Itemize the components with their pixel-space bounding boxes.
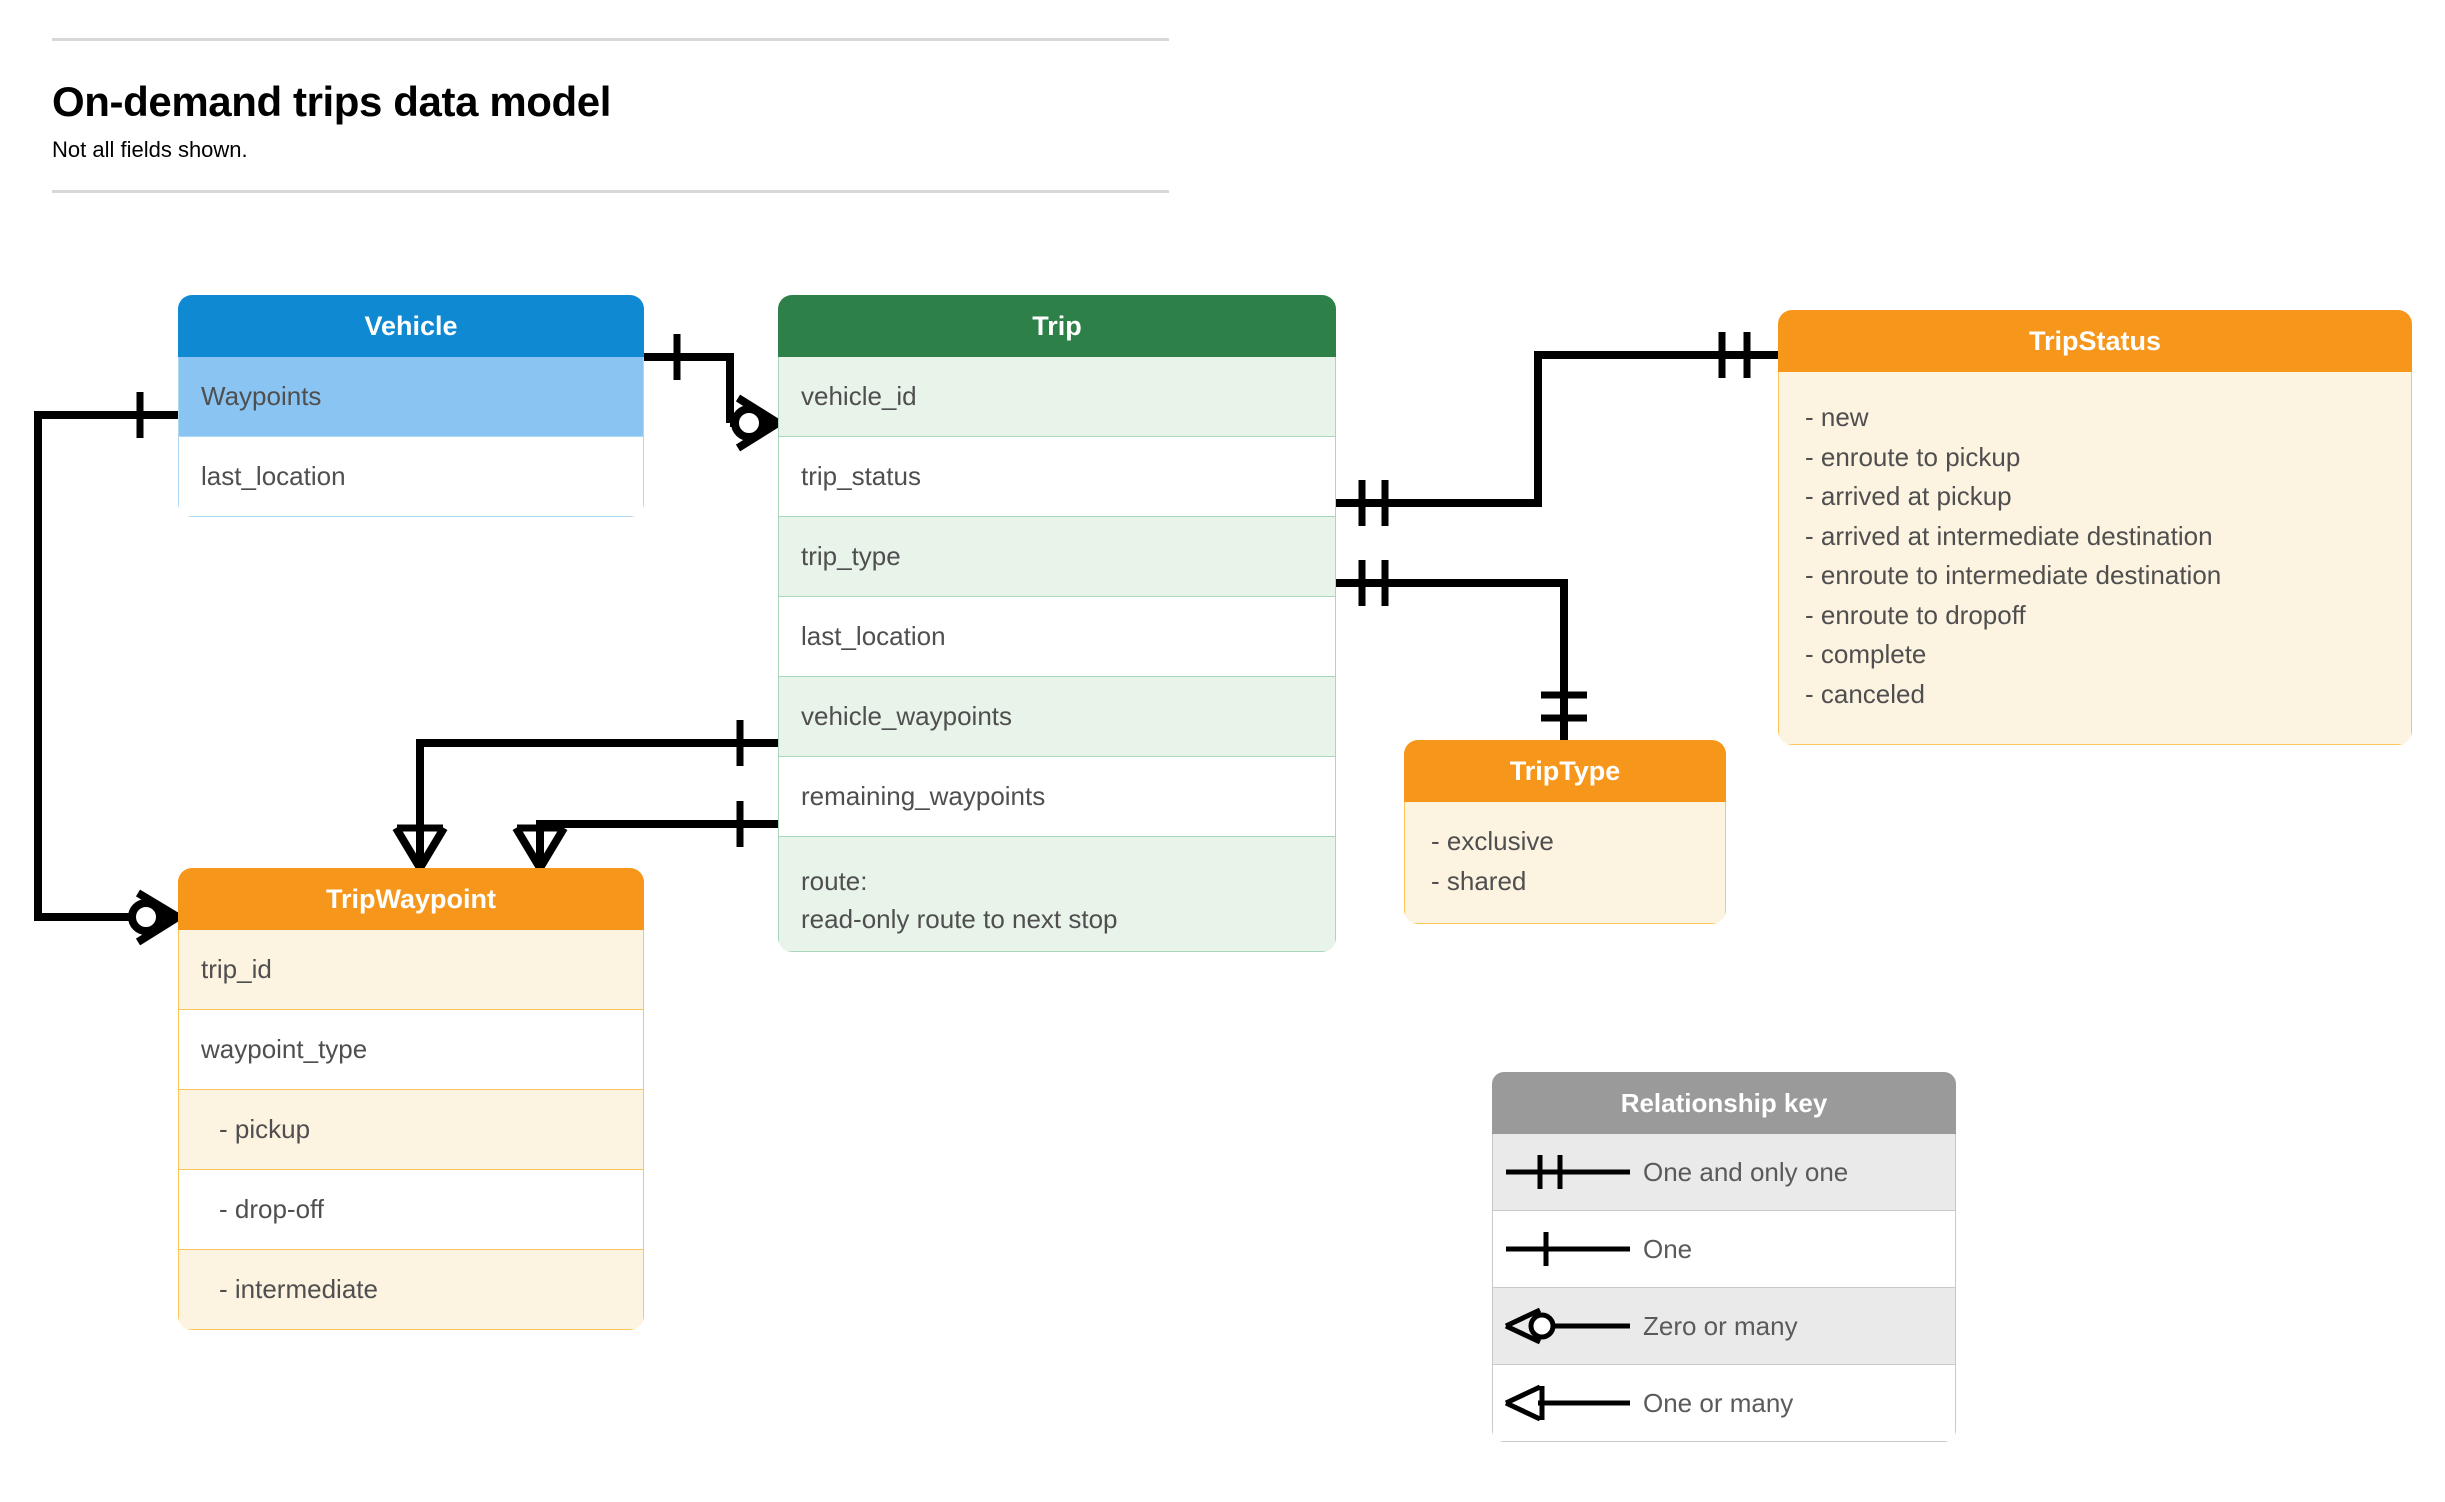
legend-row-zero-or-many[interactable]: Zero or many (1492, 1288, 1956, 1365)
entity-trip-status-values: - new - enroute to pickup - arrived at p… (1778, 372, 2412, 746)
wire-vehicle-trip (644, 353, 734, 423)
entity-trip-type-title: TripType (1404, 740, 1726, 802)
wire-remaining-waypoints-crow (536, 820, 778, 868)
field-tripwaypoint-dropoff[interactable]: - drop-off (178, 1170, 644, 1250)
legend-label: One or many (1643, 1387, 1794, 1418)
field-trip-remaining-waypoints[interactable]: remaining_waypoints (778, 757, 1336, 837)
field-trip-route-line2: read-only route to next stop (801, 903, 1118, 934)
entity-trip-title: Trip (778, 295, 1336, 357)
one-or-many-icon (1493, 1378, 1643, 1428)
entity-trip-waypoint-title: TripWaypoint (178, 868, 644, 930)
legend-label: Zero or many (1643, 1310, 1798, 1341)
legend-title: Relationship key (1492, 1072, 1956, 1134)
field-tripwaypoint-trip-id[interactable]: trip_id (178, 930, 644, 1010)
field-trip-route[interactable]: route: read-only route to next stop (778, 837, 1336, 952)
zero-or-many-icon (1493, 1301, 1643, 1351)
field-trip-trip-status[interactable]: trip_status (778, 437, 1336, 517)
field-vehicle-last-location[interactable]: last_location (178, 437, 644, 517)
legend-row-one[interactable]: One (1492, 1211, 1956, 1288)
one-and-only-one-icon (1493, 1147, 1643, 1197)
top-divider (52, 38, 1169, 41)
enum-value: - shared (1431, 865, 1527, 896)
wire-trip-triptype (1336, 579, 1568, 740)
entity-vehicle-title: Vehicle (178, 295, 644, 357)
field-tripwaypoint-pickup[interactable]: - pickup (178, 1090, 644, 1170)
field-tripwaypoint-intermediate[interactable]: - intermediate (178, 1250, 644, 1330)
entity-trip[interactable]: Trip vehicle_id trip_status trip_type la… (778, 295, 1336, 952)
entity-trip-type-values: - exclusive - shared (1404, 802, 1726, 925)
wire-vehicle-waypoints-tripwaypoint (34, 411, 178, 921)
enum-value: - exclusive (1431, 826, 1554, 856)
page-subtitle: Not all fields shown. (52, 137, 248, 163)
entity-trip-status[interactable]: TripStatus - new - enroute to pickup - a… (1778, 310, 2412, 746)
enum-value: - enroute to pickup (1805, 441, 2021, 472)
enum-value: - canceled (1805, 678, 1925, 709)
field-tripwaypoint-waypoint-type[interactable]: waypoint_type (178, 1010, 644, 1090)
field-trip-last-location[interactable]: last_location (778, 597, 1336, 677)
enum-value: - enroute to intermediate destination (1805, 560, 2222, 591)
enum-value: - new (1805, 402, 1869, 432)
wire-vehicle-waypoints-crow (416, 739, 778, 868)
one-icon (1493, 1224, 1643, 1274)
field-trip-vehicle-waypoints[interactable]: vehicle_waypoints (778, 677, 1336, 757)
header-block: On-demand trips data model Not all field… (52, 38, 1169, 193)
page-title: On-demand trips data model (52, 78, 611, 125)
entity-vehicle[interactable]: Vehicle Waypoints last_location (178, 295, 644, 517)
enum-value: - arrived at pickup (1805, 481, 2012, 512)
legend-label: One and only one (1643, 1156, 1849, 1187)
entity-trip-status-title: TripStatus (1778, 310, 2412, 372)
legend-row-one-or-many[interactable]: One or many (1492, 1365, 1956, 1442)
field-trip-vehicle-id[interactable]: vehicle_id (778, 357, 1336, 437)
entity-trip-waypoint[interactable]: TripWaypoint trip_id waypoint_type - pic… (178, 868, 644, 1330)
legend-row-one-and-only-one[interactable]: One and only one (1492, 1134, 1956, 1211)
bottom-divider (52, 189, 1169, 193)
relationship-key-legend[interactable]: Relationship key One and only one (1492, 1072, 1956, 1442)
field-trip-route-line1: route: (801, 866, 868, 896)
enum-value: - enroute to dropoff (1805, 599, 2026, 630)
enum-value: - complete (1805, 639, 1927, 670)
legend-label: One (1643, 1233, 1693, 1264)
enum-value: - arrived at intermediate destination (1805, 520, 2213, 551)
field-trip-trip-type[interactable]: trip_type (778, 517, 1336, 597)
field-vehicle-waypoints[interactable]: Waypoints (178, 357, 644, 437)
wire-trip-tripstatus (1336, 351, 1778, 507)
entity-trip-type[interactable]: TripType - exclusive - shared (1404, 740, 1726, 925)
